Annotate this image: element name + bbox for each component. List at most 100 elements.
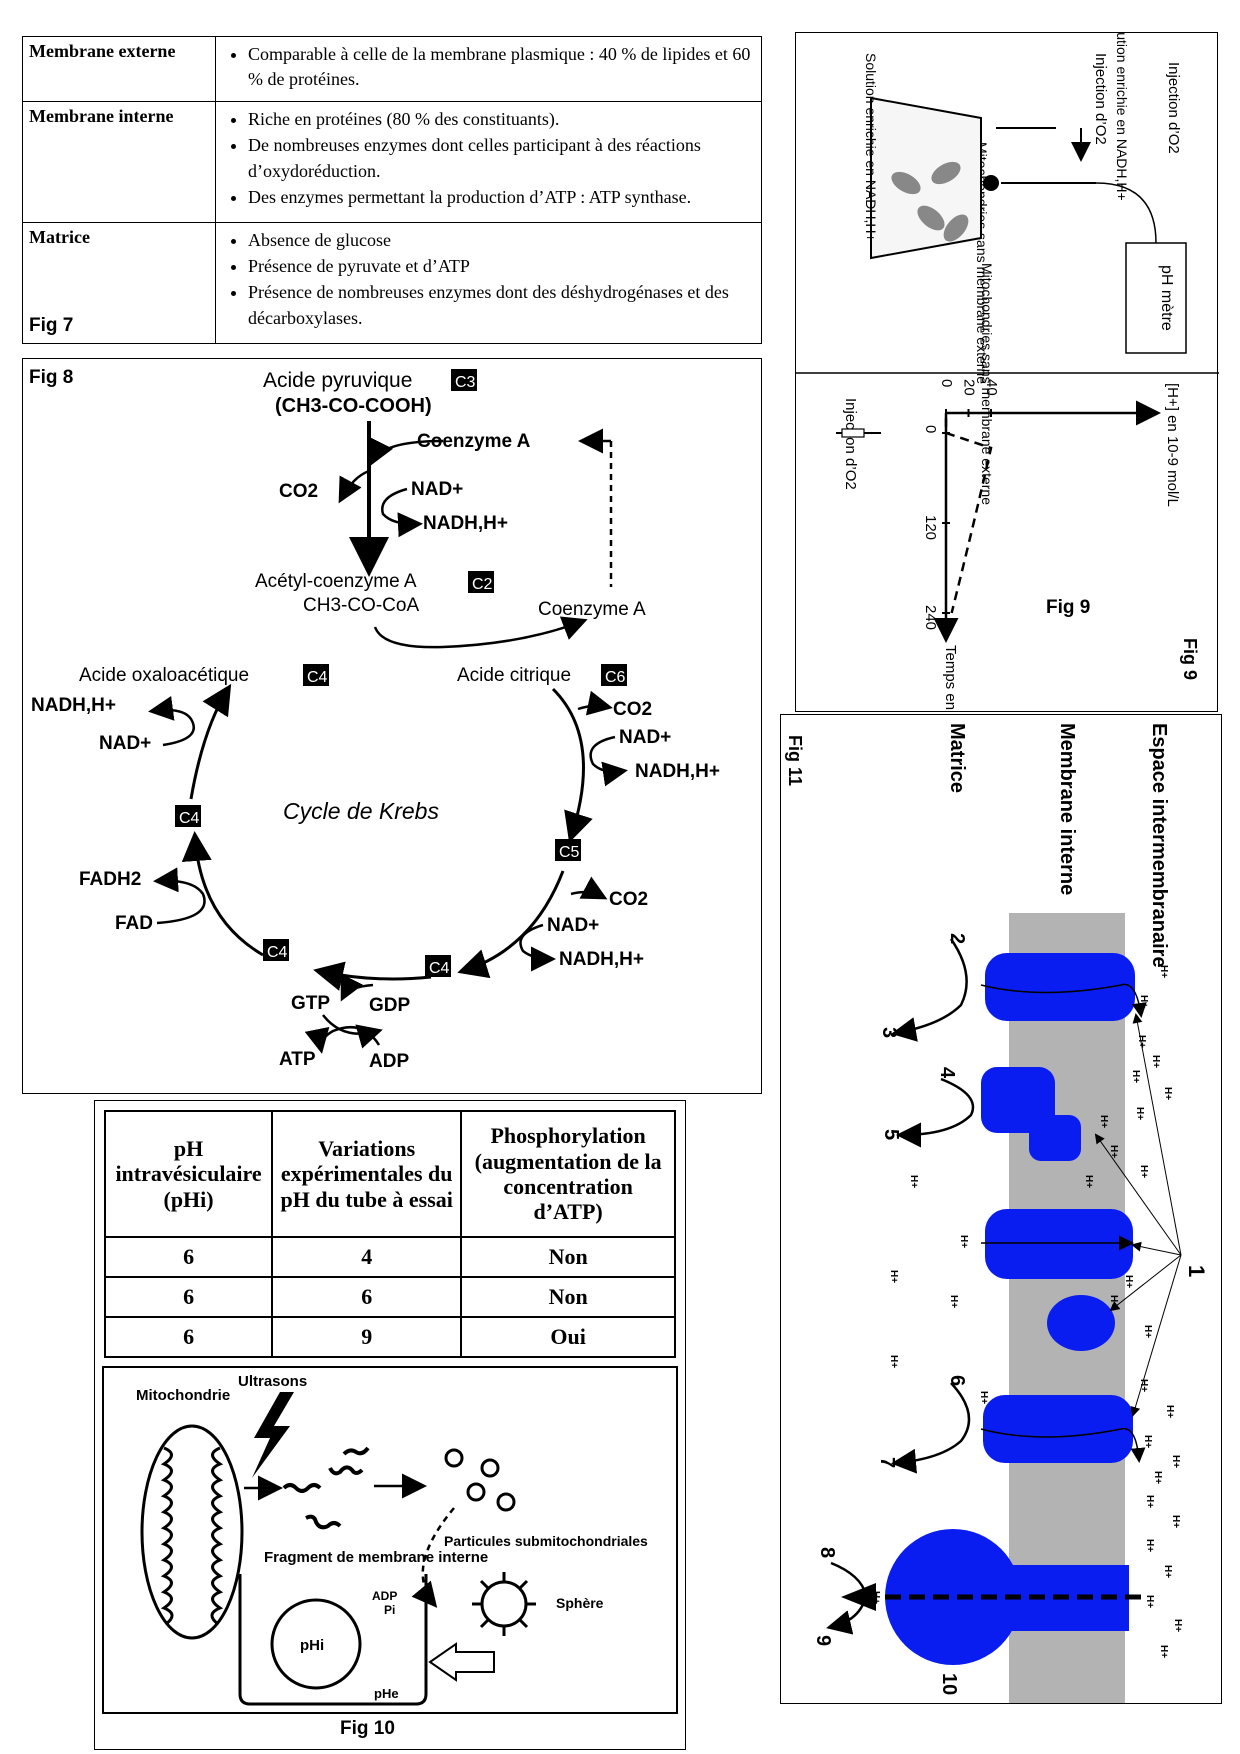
fig7-row-header: Matrice bbox=[29, 227, 90, 248]
injection-label: Injection d’O2 bbox=[1165, 62, 1182, 154]
pyruvate-label: Acide pyruvique bbox=[263, 369, 412, 392]
fig10-cell: 6 bbox=[271, 1276, 463, 1318]
mitochondrion-image bbox=[140, 1424, 244, 1640]
x-tick-label: 240 bbox=[922, 605, 939, 630]
cytochrome-c bbox=[1047, 1295, 1115, 1351]
number-6: 6 bbox=[946, 1375, 968, 1386]
c4-badge-bottom: C4 bbox=[267, 944, 288, 961]
proton: H+ bbox=[1158, 1645, 1169, 1658]
number-2: 2 bbox=[946, 933, 968, 944]
co2-label: CO2 bbox=[279, 481, 318, 502]
acetyl-formula: CH3-CO-CoA bbox=[303, 595, 419, 616]
x-tick-label: 120 bbox=[922, 515, 939, 540]
proton: H+ bbox=[888, 1355, 899, 1368]
c4-badge-left: C4 bbox=[179, 810, 200, 827]
proton: H+ bbox=[888, 1270, 899, 1283]
sphere-icon bbox=[480, 1580, 528, 1628]
fragment bbox=[282, 1483, 322, 1493]
acetyl-label: Acétyl-coenzyme A bbox=[255, 571, 417, 592]
fig10-cell: 6 bbox=[103, 1316, 274, 1358]
complex-4 bbox=[983, 1395, 1133, 1463]
proton: H+ bbox=[1158, 965, 1169, 978]
proton: H+ bbox=[948, 1295, 959, 1308]
x-tick-label: 0 bbox=[922, 425, 939, 433]
proton: H+ bbox=[978, 1391, 989, 1404]
fig11-label: Fig 11 bbox=[785, 735, 805, 786]
fig7-item: De nombreuses enzymes dont celles partic… bbox=[248, 133, 755, 183]
y-tick-label: 0 bbox=[938, 379, 955, 387]
y-tick-label: 40 bbox=[983, 379, 1000, 396]
nad-right-1: NAD+ bbox=[619, 727, 671, 748]
number-1: 1 bbox=[1184, 1265, 1209, 1277]
proton: H+ bbox=[1108, 1145, 1119, 1158]
coenzyme-a-out: Coenzyme A bbox=[538, 599, 646, 620]
gdp-label: GDP bbox=[369, 995, 411, 1016]
nad-left: NAD+ bbox=[99, 733, 151, 754]
proton: H+ bbox=[1138, 1165, 1149, 1178]
ph-meter-label: pH mètre bbox=[1158, 265, 1175, 331]
proton: H+ bbox=[908, 1175, 919, 1188]
fig7-item: Riche en protéines (80 % des constituant… bbox=[248, 107, 755, 132]
citric-label: Acide citrique bbox=[457, 665, 571, 686]
fig7-row-header: Membrane externe bbox=[22, 35, 216, 103]
y-axis-label: [H+] en 10-9 mol/L bbox=[1164, 383, 1181, 507]
injection-o2-top: Injection d’O2 bbox=[1092, 53, 1109, 145]
co2-right-2: CO2 bbox=[609, 889, 648, 910]
ultrasons-label: Ultrasons bbox=[238, 1373, 307, 1390]
c5-badge: C5 bbox=[559, 844, 580, 861]
mitochondrie-label: Mitochondrie bbox=[136, 1387, 230, 1404]
fig9-series-line bbox=[944, 418, 993, 614]
fig10-cell: Non bbox=[460, 1236, 676, 1278]
proton: H+ bbox=[1134, 1107, 1145, 1120]
fig10-table: pH intravésiculaire (pHi) Variations exp… bbox=[103, 1110, 676, 1358]
fig10-header-phi: pH intravésiculaire (pHi) bbox=[103, 1110, 274, 1238]
c6-badge: C6 bbox=[605, 669, 626, 686]
proton: H+ bbox=[1144, 1495, 1155, 1508]
test-tube bbox=[238, 1574, 428, 1706]
fragment bbox=[328, 1465, 364, 1476]
number-5: 5 bbox=[880, 1129, 902, 1140]
number-4: 4 bbox=[936, 1067, 958, 1079]
proton: H+ bbox=[1162, 1087, 1173, 1100]
proton: H+ bbox=[870, 1591, 881, 1604]
x-axis-label: Temps en secondes bbox=[942, 645, 959, 713]
c2-badge: C2 bbox=[472, 576, 493, 593]
solution-label: Solution enrichie en NADH,H+ bbox=[1114, 33, 1130, 201]
fad-label: FAD bbox=[115, 913, 153, 934]
proton: H+ bbox=[1162, 1565, 1173, 1578]
adp-label: ADP bbox=[369, 1051, 409, 1072]
fig11-panel: Fig 11 Espace intermembranaire Membrane … bbox=[780, 714, 1222, 1704]
fig10-cell: Oui bbox=[460, 1316, 676, 1358]
espace-label: Espace intermembranaire bbox=[1148, 723, 1170, 968]
fig7-item: Des enzymes permettant la production d’A… bbox=[248, 185, 755, 210]
proton: H+ bbox=[1142, 1435, 1153, 1448]
proton: H+ bbox=[1170, 1515, 1181, 1528]
proton: H+ bbox=[1083, 1175, 1094, 1188]
injection-graph-label: Injection d’O2 bbox=[842, 398, 859, 490]
fig7-item: Comparable à celle de la membrane plasmi… bbox=[248, 42, 755, 92]
fig10-label: Fig 10 bbox=[340, 1718, 395, 1739]
fig10-cell: 6 bbox=[103, 1236, 274, 1278]
fig9-panel: Injection d’O2 Solution enrichie en NADH… bbox=[795, 12, 1219, 778]
fig10-cell: Non bbox=[460, 1276, 676, 1318]
proton: H+ bbox=[1138, 995, 1149, 1008]
coenzyme-a-in: Coenzyme A bbox=[417, 431, 531, 452]
proton: H+ bbox=[1098, 1115, 1109, 1128]
particles-icon bbox=[444, 1448, 516, 1512]
particules-label: Particules submitochondriales bbox=[444, 1533, 648, 1549]
nad-label: NAD+ bbox=[411, 479, 463, 500]
c4-badge-top: C4 bbox=[307, 669, 328, 686]
adp-label-10: ADP bbox=[372, 1589, 397, 1603]
membrane-label: Membrane interne bbox=[1056, 723, 1078, 895]
number-7: 7 bbox=[876, 1457, 898, 1468]
number-10: 10 bbox=[938, 1673, 960, 1695]
c4-badge-right: C4 bbox=[429, 960, 450, 977]
co2-right-1: CO2 bbox=[613, 699, 652, 720]
fig9-label: Fig 9 bbox=[1046, 597, 1090, 618]
fig7-item: Absence de glucose bbox=[248, 228, 755, 253]
fig7-label: Fig 7 bbox=[29, 315, 74, 336]
fig9-label-rotated: Fig 9 bbox=[1180, 638, 1200, 680]
matrice-label: Matrice bbox=[946, 723, 968, 793]
fig10-diagram: Ultrasons Mitochondrie Fragment de membr… bbox=[102, 1366, 678, 1714]
proton: H+ bbox=[1130, 1070, 1141, 1083]
